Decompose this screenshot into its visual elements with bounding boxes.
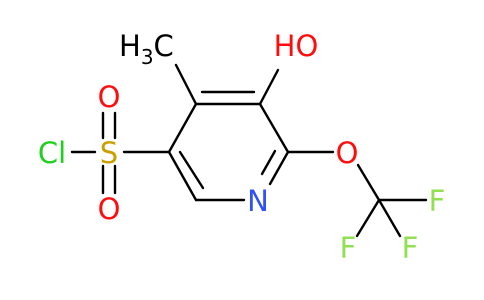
ring-bond-c6-c5 (167, 150, 198, 202)
methyl-carbon: C (154, 29, 174, 63)
methyl-label: H3C (119, 29, 174, 69)
chlorine-label: Cl (38, 136, 66, 170)
sulfonyl-oxygen-top-label: O (98, 80, 121, 114)
ring-bond-c2-n1-inner (260, 149, 277, 176)
methyl-subscript: 3 (141, 45, 154, 69)
fluorine-bottom-label: F (402, 231, 419, 265)
bond-cf3-fluorine-left (355, 198, 381, 238)
fluorine-right-label: F (429, 184, 446, 218)
methyl-hydrogen: H (119, 29, 141, 63)
ether-oxygen-label: O (336, 136, 359, 170)
bond-ether-oxygen-cf3 (356, 163, 381, 202)
sulfonyl-oxygen-bottom-label: O (98, 192, 121, 226)
ring-bond-c3-c2 (258, 102, 290, 154)
sulfur-label: S (100, 136, 118, 170)
bond-c3-hydroxyl (258, 68, 280, 106)
ring-nitrogen-label: N (247, 184, 269, 218)
ring-bond-c2-n1 (268, 150, 290, 186)
bond-c4-methyl (174, 63, 198, 106)
ring-bond-c5-c4 (167, 102, 198, 154)
bond-cf3-fluorine-bottom (377, 198, 402, 238)
hydroxyl-label: HO (274, 29, 319, 63)
ring-bond-c6-c5-inner (178, 150, 205, 190)
fluorine-left-label: F (340, 231, 357, 265)
